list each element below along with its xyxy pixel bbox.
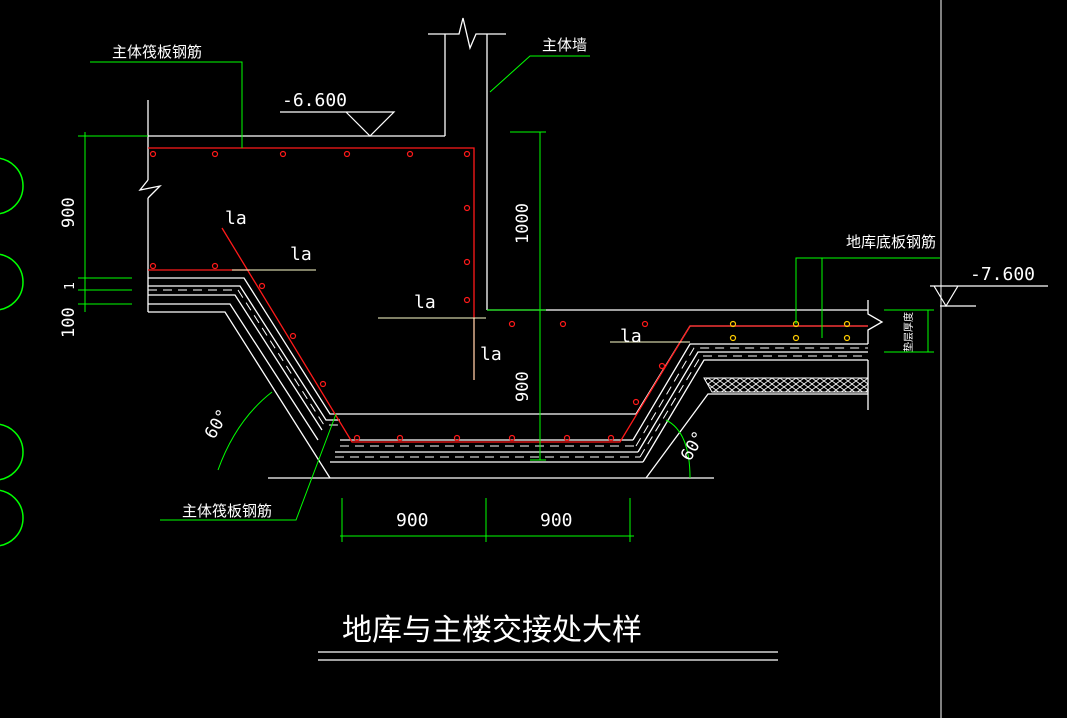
rebar-dot bbox=[658, 362, 666, 370]
leader-raft-top bbox=[90, 61, 243, 148]
drawing-title: 地库与主楼交接处大样 bbox=[342, 613, 642, 648]
label-main-wall: 主体墙 bbox=[542, 36, 587, 54]
waterproof-layers bbox=[148, 289, 868, 458]
rebar-dot bbox=[343, 150, 351, 158]
rebar-dots bbox=[149, 150, 666, 442]
elevation-marker-basement bbox=[930, 285, 1048, 308]
leader-basement-slab bbox=[795, 257, 940, 324]
slab-rebar-dot bbox=[729, 320, 737, 328]
dim-raft-height-text: 900 bbox=[59, 197, 79, 228]
slab-rebar-dot bbox=[792, 334, 800, 342]
angle-right-text: 60° bbox=[677, 428, 710, 465]
rebar-dot bbox=[453, 434, 461, 442]
la-text: la bbox=[620, 326, 642, 347]
rebar-dot bbox=[463, 150, 471, 158]
leader-main-wall bbox=[489, 55, 590, 93]
grid-bubble-circle bbox=[0, 253, 24, 311]
rebar-dot bbox=[258, 282, 266, 290]
rebar-dot bbox=[279, 150, 287, 158]
grid-bubbles bbox=[0, 157, 24, 547]
rebar-dot bbox=[149, 262, 157, 270]
la-lines bbox=[232, 269, 690, 380]
angle-arc-left bbox=[217, 391, 273, 471]
angle-left-text: 60° bbox=[201, 406, 234, 443]
waterproof-dash-1 bbox=[148, 289, 340, 426]
right-slope-2 bbox=[637, 351, 868, 453]
elevation-marker-main bbox=[280, 111, 396, 137]
rebar-dot bbox=[149, 150, 157, 158]
right-slope-1 bbox=[632, 343, 868, 441]
raft-top-rebar bbox=[148, 147, 475, 380]
rebar-dot bbox=[463, 204, 471, 212]
structure-outline bbox=[138, 17, 884, 479]
right-slope-4 bbox=[645, 393, 868, 479]
waterproof-dash-5 bbox=[639, 355, 868, 458]
elevation-marks bbox=[280, 111, 1048, 308]
rebar-dot bbox=[289, 332, 297, 340]
slab-right-break bbox=[867, 300, 884, 344]
rebar-dot bbox=[607, 434, 615, 442]
la-text: la bbox=[290, 244, 312, 265]
dim-pit-depth-text: 900 bbox=[513, 371, 533, 402]
dim-wall-height-text: 1000 bbox=[513, 203, 533, 244]
elevation-main-text: -6.600 bbox=[282, 90, 347, 111]
rebar-dot bbox=[319, 380, 327, 388]
label-raft-rebar-bottom: 主体筏板钢筋 bbox=[182, 502, 272, 520]
la-text: la bbox=[225, 208, 247, 229]
rebar-dot bbox=[463, 258, 471, 266]
leader-lines bbox=[90, 55, 940, 521]
rebar-dot bbox=[559, 320, 567, 328]
rebar-dot bbox=[353, 434, 361, 442]
rebar-lines bbox=[148, 147, 868, 443]
rebar-dot bbox=[508, 434, 516, 442]
waterproof-dash-4 bbox=[635, 347, 868, 447]
rebar-dot bbox=[632, 398, 640, 406]
slab-rebar-dot bbox=[729, 334, 737, 342]
dim-bottom-right-text: 900 bbox=[540, 510, 573, 531]
la-text: la bbox=[414, 292, 436, 313]
title-underlines bbox=[318, 651, 778, 661]
grid-bubble-circle bbox=[0, 423, 24, 481]
dim-small-text: 1 bbox=[63, 282, 78, 290]
raft-layer-3 bbox=[148, 294, 323, 431]
elevation-basement-text: -7.600 bbox=[970, 264, 1035, 285]
raft-left-break bbox=[138, 179, 162, 199]
rebar-dot bbox=[396, 434, 404, 442]
leader-raft-bottom bbox=[160, 413, 337, 521]
la-text: la bbox=[480, 344, 502, 365]
angle-arc-right bbox=[665, 419, 691, 479]
slab-rebar-dot bbox=[843, 334, 851, 342]
rebar-dot bbox=[641, 320, 649, 328]
grid-bubble-circle bbox=[0, 489, 24, 547]
slab-rebar-dots bbox=[729, 320, 851, 342]
right-slope-3 bbox=[642, 359, 868, 463]
dim-bottom-left-text: 900 bbox=[396, 510, 429, 531]
grid-bubble-circle bbox=[0, 157, 24, 215]
gravel-cushion-fill bbox=[703, 377, 869, 393]
rebar-dot bbox=[508, 320, 516, 328]
rebar-dot bbox=[463, 296, 471, 304]
rebar-dot bbox=[211, 262, 219, 270]
raft-layer-4 bbox=[148, 303, 319, 441]
label-basement-slab-rebar: 地库底板钢筋 bbox=[846, 233, 936, 251]
wall-break-symbol bbox=[428, 17, 506, 51]
dimension-lines bbox=[78, 131, 934, 542]
label-raft-rebar-top: 主体筏板钢筋 bbox=[112, 43, 202, 61]
rebar-dot bbox=[211, 150, 219, 158]
slope-rebar bbox=[221, 227, 868, 443]
raft-layer-5 bbox=[148, 311, 331, 479]
slab-rebar-dot bbox=[843, 320, 851, 328]
gravel-cushion bbox=[703, 377, 869, 393]
rebar-dot bbox=[563, 434, 571, 442]
raft-layer-2 bbox=[148, 285, 340, 421]
label-cushion-thickness: 垫层厚度 bbox=[902, 312, 915, 352]
dim-slab-thickness-text: 100 bbox=[59, 307, 79, 338]
rebar-dot bbox=[406, 150, 414, 158]
